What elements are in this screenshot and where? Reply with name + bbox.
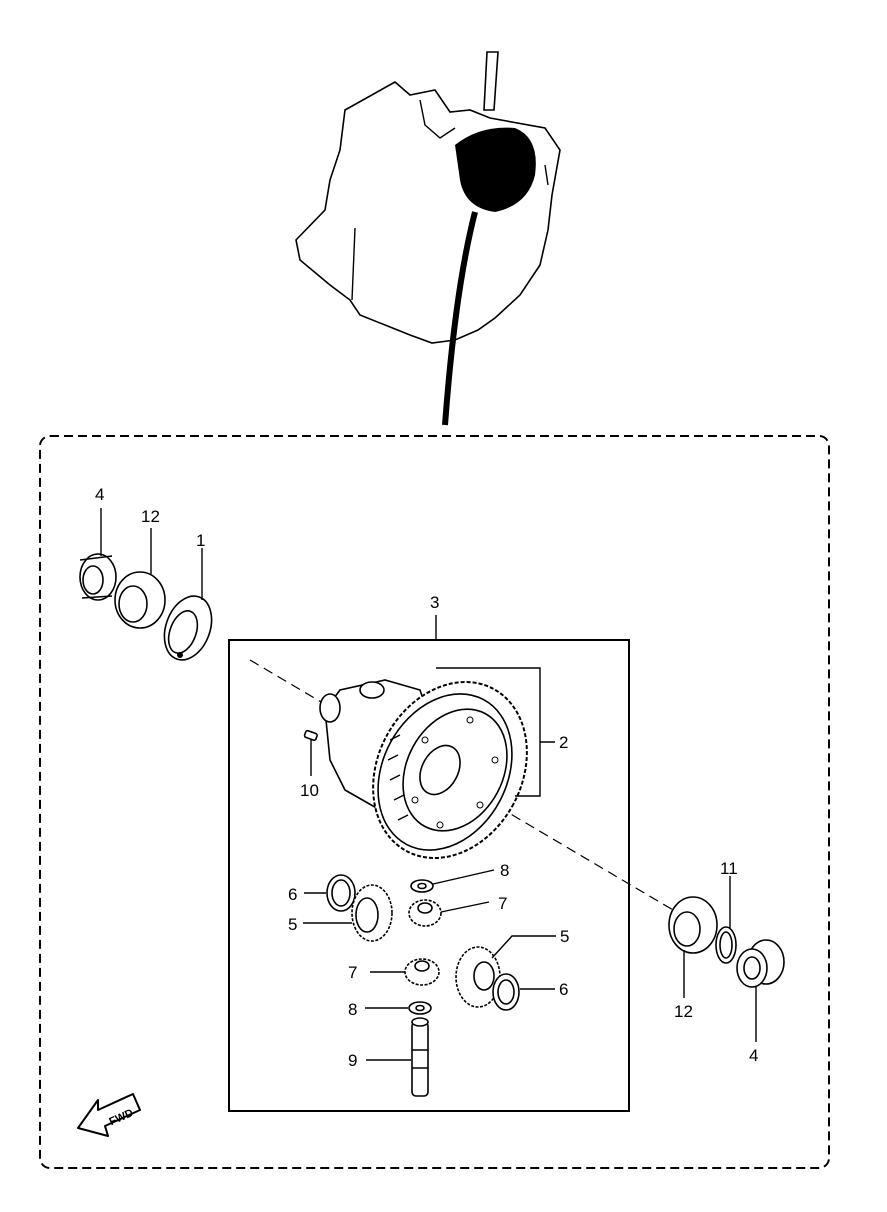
pin — [303, 729, 318, 742]
oil-seal-right — [668, 896, 718, 954]
bearing-right — [736, 939, 785, 988]
oil-seal-left — [114, 571, 166, 629]
o-ring-right — [715, 926, 737, 964]
forward-arrow-icon: FWD — [77, 1093, 141, 1137]
callout-7-top: 7 — [498, 894, 507, 913]
callout-4-bottom: 4 — [749, 1046, 758, 1065]
callout-6-left: 6 — [288, 885, 297, 904]
callout-4-top: 4 — [95, 485, 104, 504]
callout-12-bottom: 12 — [674, 1002, 693, 1021]
assembly-boundary — [39, 435, 830, 1169]
bearing-left — [79, 553, 117, 601]
side-gear-washer-right — [492, 973, 520, 1011]
side-gear-right — [455, 946, 501, 1008]
callout-10: 10 — [300, 781, 319, 800]
callout-5-left: 5 — [288, 915, 297, 934]
callout-12-top: 12 — [141, 507, 160, 526]
differential-assembly-box — [228, 639, 630, 1112]
callout-8-top: 8 — [500, 861, 509, 880]
callout-2: 2 — [559, 733, 568, 752]
ring-gear-shim — [163, 595, 213, 661]
thrust-washer-top — [410, 879, 434, 893]
engine-silhouette-icon — [295, 51, 561, 426]
side-gear-washer-left — [326, 874, 356, 912]
callout-6-right: 6 — [559, 980, 568, 999]
pinion-gear-bottom — [404, 958, 440, 986]
callout-3: 3 — [430, 593, 439, 612]
callout-11: 11 — [720, 859, 738, 878]
thrust-washer-bottom — [408, 1001, 432, 1015]
pinion-shaft — [411, 1017, 429, 1097]
leader-lines — [100, 508, 757, 1061]
callout-9: 9 — [348, 1051, 357, 1070]
pinion-gear-top — [408, 899, 442, 927]
side-gear-left — [351, 884, 393, 942]
callout-1: 1 — [196, 531, 205, 550]
callout-7-bottom: 7 — [348, 963, 357, 982]
ring-gear — [372, 681, 528, 859]
callout-8-bottom: 8 — [348, 1000, 357, 1019]
callout-5-right: 5 — [560, 927, 569, 946]
